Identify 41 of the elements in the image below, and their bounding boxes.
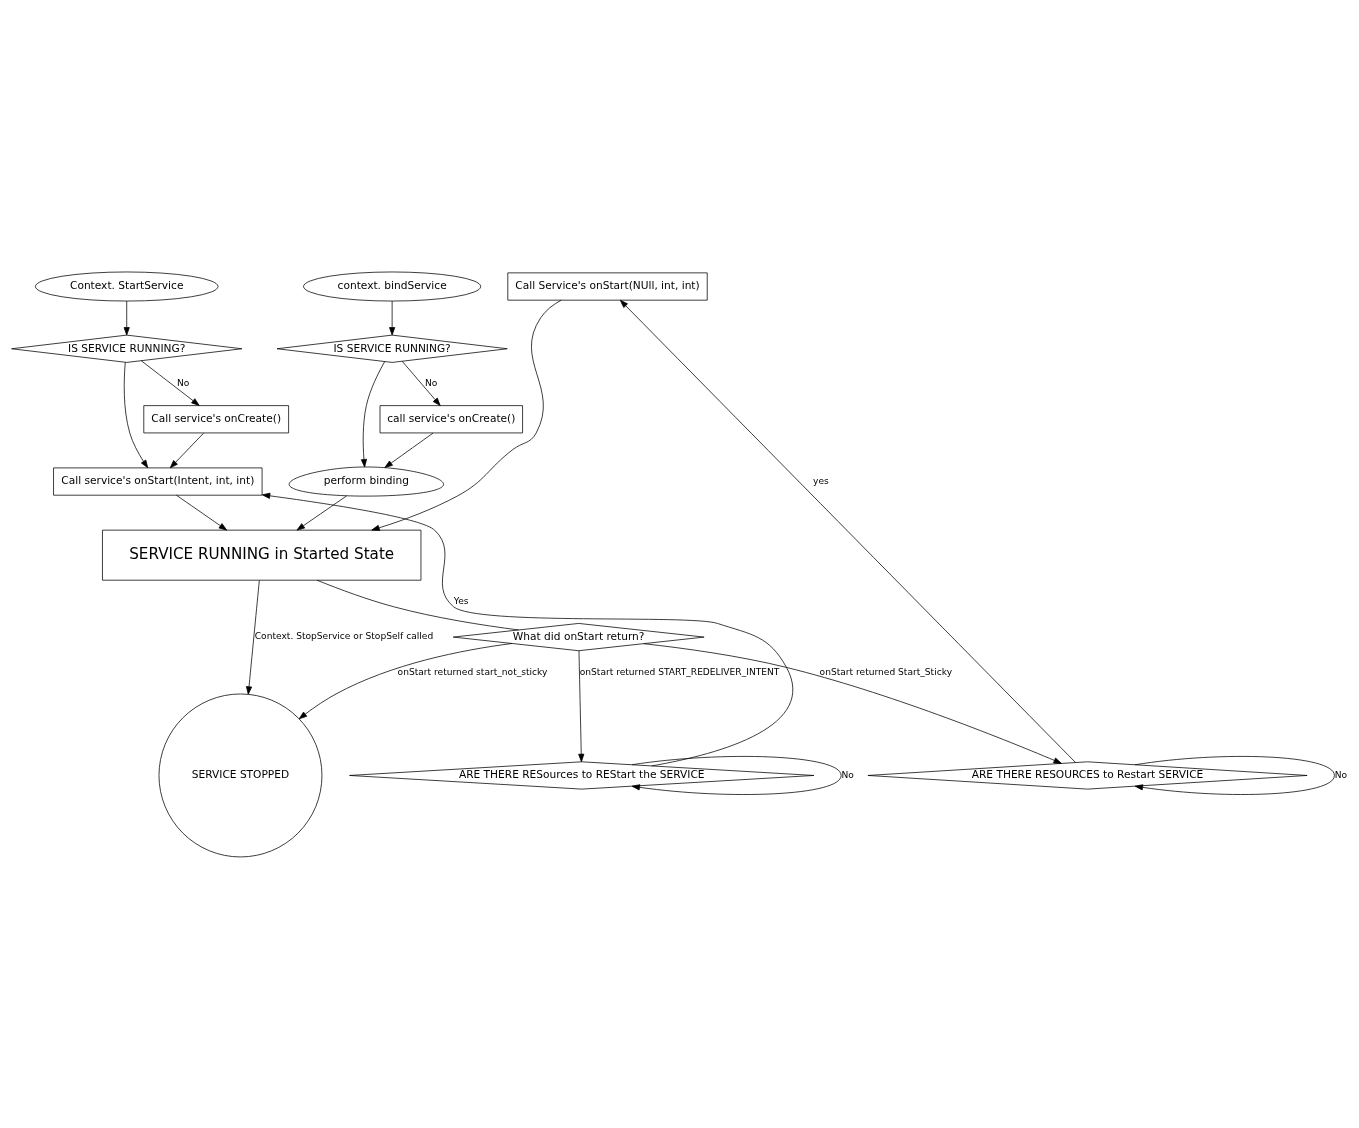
connector [316,579,520,630]
arrow [619,299,1076,763]
arrow [123,300,130,335]
arrow [401,360,441,406]
arrow [169,432,204,468]
edge-label: No [425,377,438,388]
node-diamond: IS SERVICE RUNNING? [11,334,243,363]
arrow [140,359,200,406]
edge-label: onStart returned start_not_sticky [397,666,548,677]
arrow [123,361,149,468]
node-ellipse: Context. StartService [35,271,219,301]
node-box: Call Service's onStart(NUll, int, int) [507,272,708,301]
edge-label: yes [813,475,829,486]
arrow [298,642,513,719]
arrow [643,642,1062,764]
arrow [176,494,228,530]
edge-label: No [841,769,854,780]
node-box: call service's onCreate() [379,404,523,433]
node-box: SERVICE RUNNING in Started State [102,529,422,581]
arrow [389,300,396,335]
node-diamond: IS SERVICE RUNNING? [276,334,508,363]
arrow [631,755,842,795]
node-diamond: What did onStart return? [452,622,705,651]
node-circle: SERVICE STOPPED [158,693,323,857]
edge-label: onStart returned START_REDELIVER_INTENT [579,666,780,677]
arrow [246,579,260,695]
arrow [1134,755,1335,795]
arrow [384,432,434,468]
edge-label: No [1334,769,1348,780]
arrow [360,360,386,467]
arrow [261,492,793,766]
node-ellipse: context. bindService [303,271,482,301]
node-box: Call service's onStart(Intent, int, int) [53,467,263,496]
edge-label: Yes [453,595,469,606]
arrow [578,649,585,762]
arrow [296,495,348,530]
edge-label: onStart returned Start_Sticky [819,666,953,677]
edge-label: No [177,377,190,388]
arrow [371,299,562,531]
edge-label: Context. StopService or StopSelf called [254,630,434,641]
node-box: Call service's onCreate() [143,404,289,433]
